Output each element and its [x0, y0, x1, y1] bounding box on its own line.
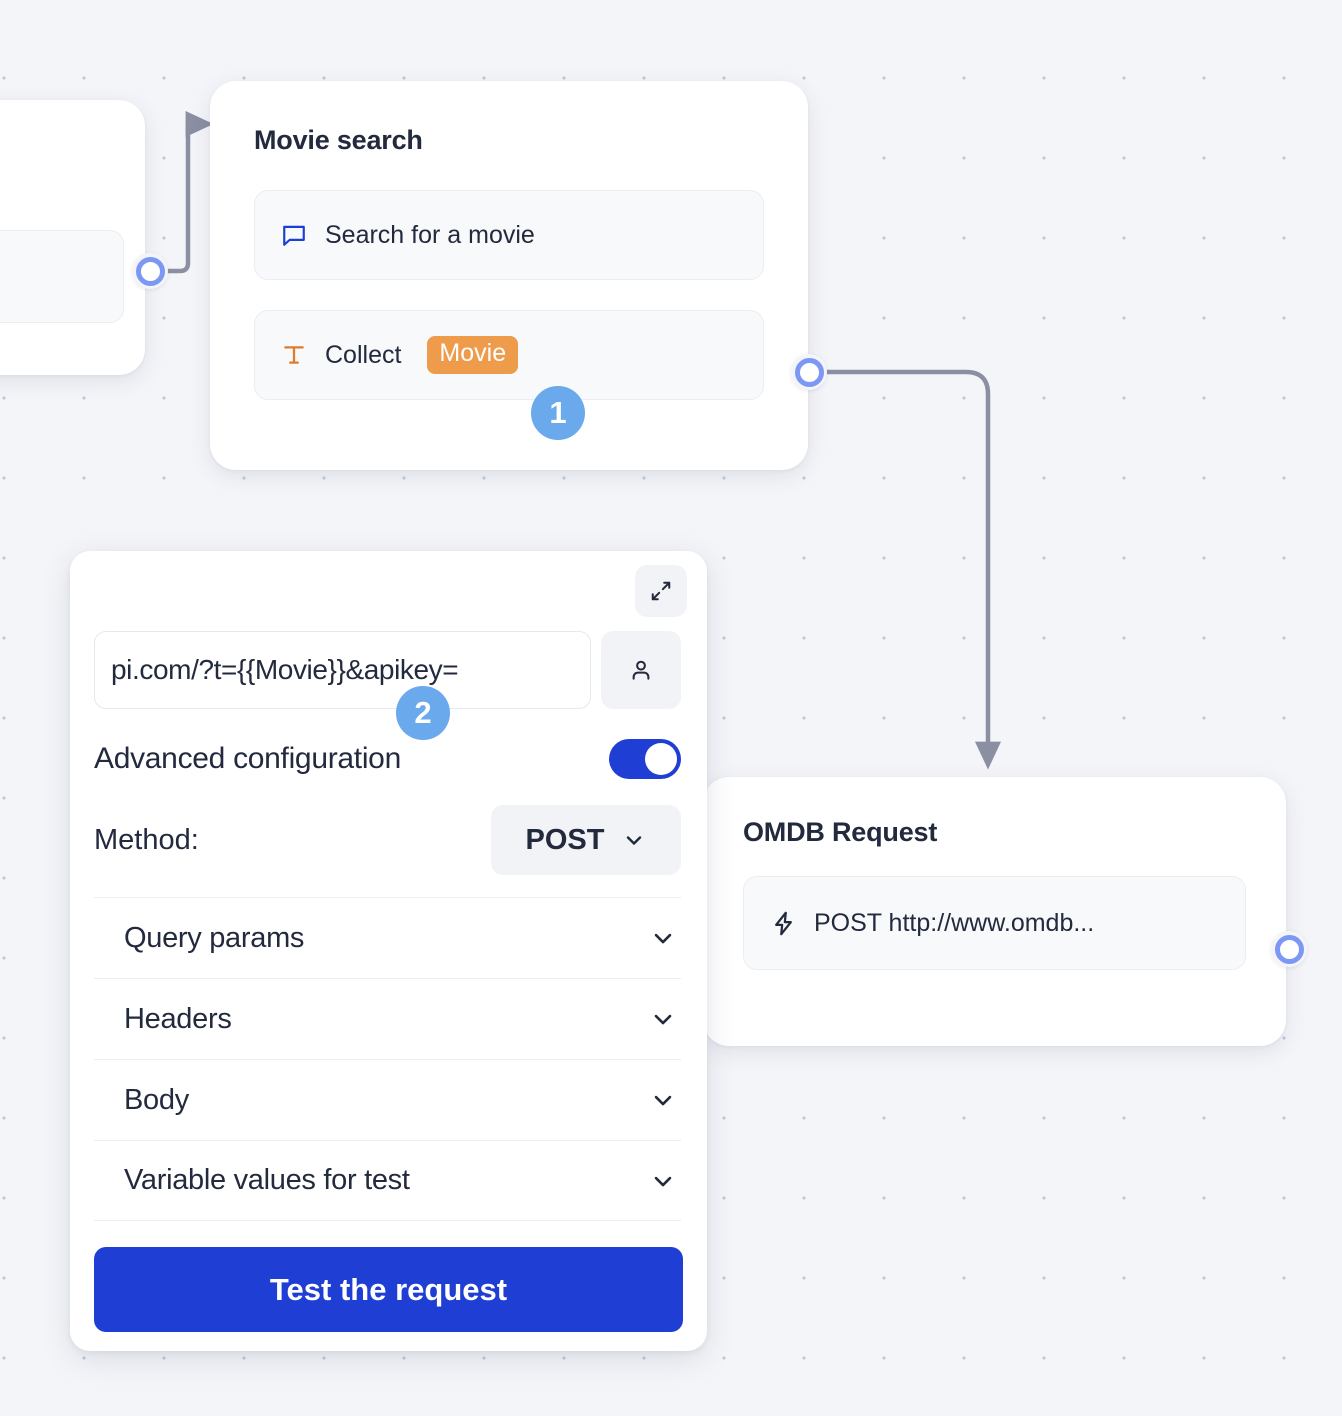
- accordion-label: Variable values for test: [124, 1164, 410, 1196]
- advanced-configuration-row: Advanced configuration: [70, 709, 707, 779]
- variable-chip-movie[interactable]: Movie: [427, 336, 519, 374]
- expand-diagonal-icon[interactable]: [635, 565, 687, 617]
- request-url-input[interactable]: [94, 631, 591, 709]
- accordion-label: Query params: [124, 921, 305, 954]
- node-row-collect-movie[interactable]: Collect Movie: [254, 310, 764, 400]
- clipped-node-row[interactable]: [0, 230, 124, 323]
- chevron-down-icon[interactable]: [649, 924, 677, 952]
- url-row: [70, 617, 707, 709]
- lightning-bolt-icon: [768, 908, 798, 938]
- method-row: Method: POST: [70, 779, 707, 875]
- node-row-label: Search for a movie: [325, 220, 535, 249]
- accordion-label: Headers: [124, 1002, 232, 1035]
- test-the-request-button[interactable]: Test the request: [94, 1247, 683, 1332]
- port-movie-search-output[interactable]: [791, 354, 827, 390]
- clipped-node-card[interactable]: [0, 100, 145, 375]
- accordion-sections: Query params Headers Body Variable value…: [70, 875, 707, 1221]
- node-row-post-request[interactable]: POST http://www.omdb...: [743, 876, 1246, 970]
- method-select-value: POST: [525, 823, 605, 856]
- chevron-down-icon: [627, 836, 642, 845]
- accordion-item-query-params[interactable]: Query params: [94, 897, 681, 978]
- chevron-down-icon[interactable]: [649, 1167, 677, 1195]
- omdb-request-title: OMDB Request: [743, 817, 938, 847]
- port-omdb-output[interactable]: [1271, 931, 1307, 967]
- advanced-configuration-label: Advanced configuration: [94, 742, 401, 775]
- node-row-label: POST http://www.omdb...: [814, 908, 1095, 937]
- method-label: Method:: [94, 823, 199, 856]
- panel-header: [70, 551, 707, 617]
- request-configuration-panel[interactable]: Advanced configuration Method: POST Quer…: [70, 551, 707, 1351]
- accordion-label: Body: [124, 1083, 189, 1116]
- node-row-search-for-a-movie[interactable]: Search for a movie: [254, 190, 764, 280]
- movie-search-node[interactable]: Movie search Search for a movie Collect …: [210, 81, 808, 470]
- chevron-down-icon[interactable]: [649, 1086, 677, 1114]
- movie-search-title: Movie search: [254, 125, 423, 155]
- node-row-label: Collect: [325, 340, 402, 369]
- chevron-down-icon[interactable]: [649, 1005, 677, 1033]
- step-badge-2: 2: [396, 686, 450, 740]
- accordion-item-body[interactable]: Body: [94, 1059, 681, 1140]
- user-icon[interactable]: [601, 631, 681, 709]
- port-left-node-output[interactable]: [132, 253, 168, 289]
- accordion-item-variable-values-for-test[interactable]: Variable values for test: [94, 1140, 681, 1221]
- text-type-icon: [279, 340, 309, 370]
- speech-bubble-icon: [279, 220, 309, 250]
- advanced-configuration-toggle[interactable]: [609, 739, 681, 779]
- step-badge-1: 1: [531, 386, 585, 440]
- method-select[interactable]: POST: [491, 805, 681, 875]
- accordion-item-headers[interactable]: Headers: [94, 978, 681, 1059]
- omdb-request-node[interactable]: OMDB Request POST http://www.omdb...: [703, 777, 1286, 1046]
